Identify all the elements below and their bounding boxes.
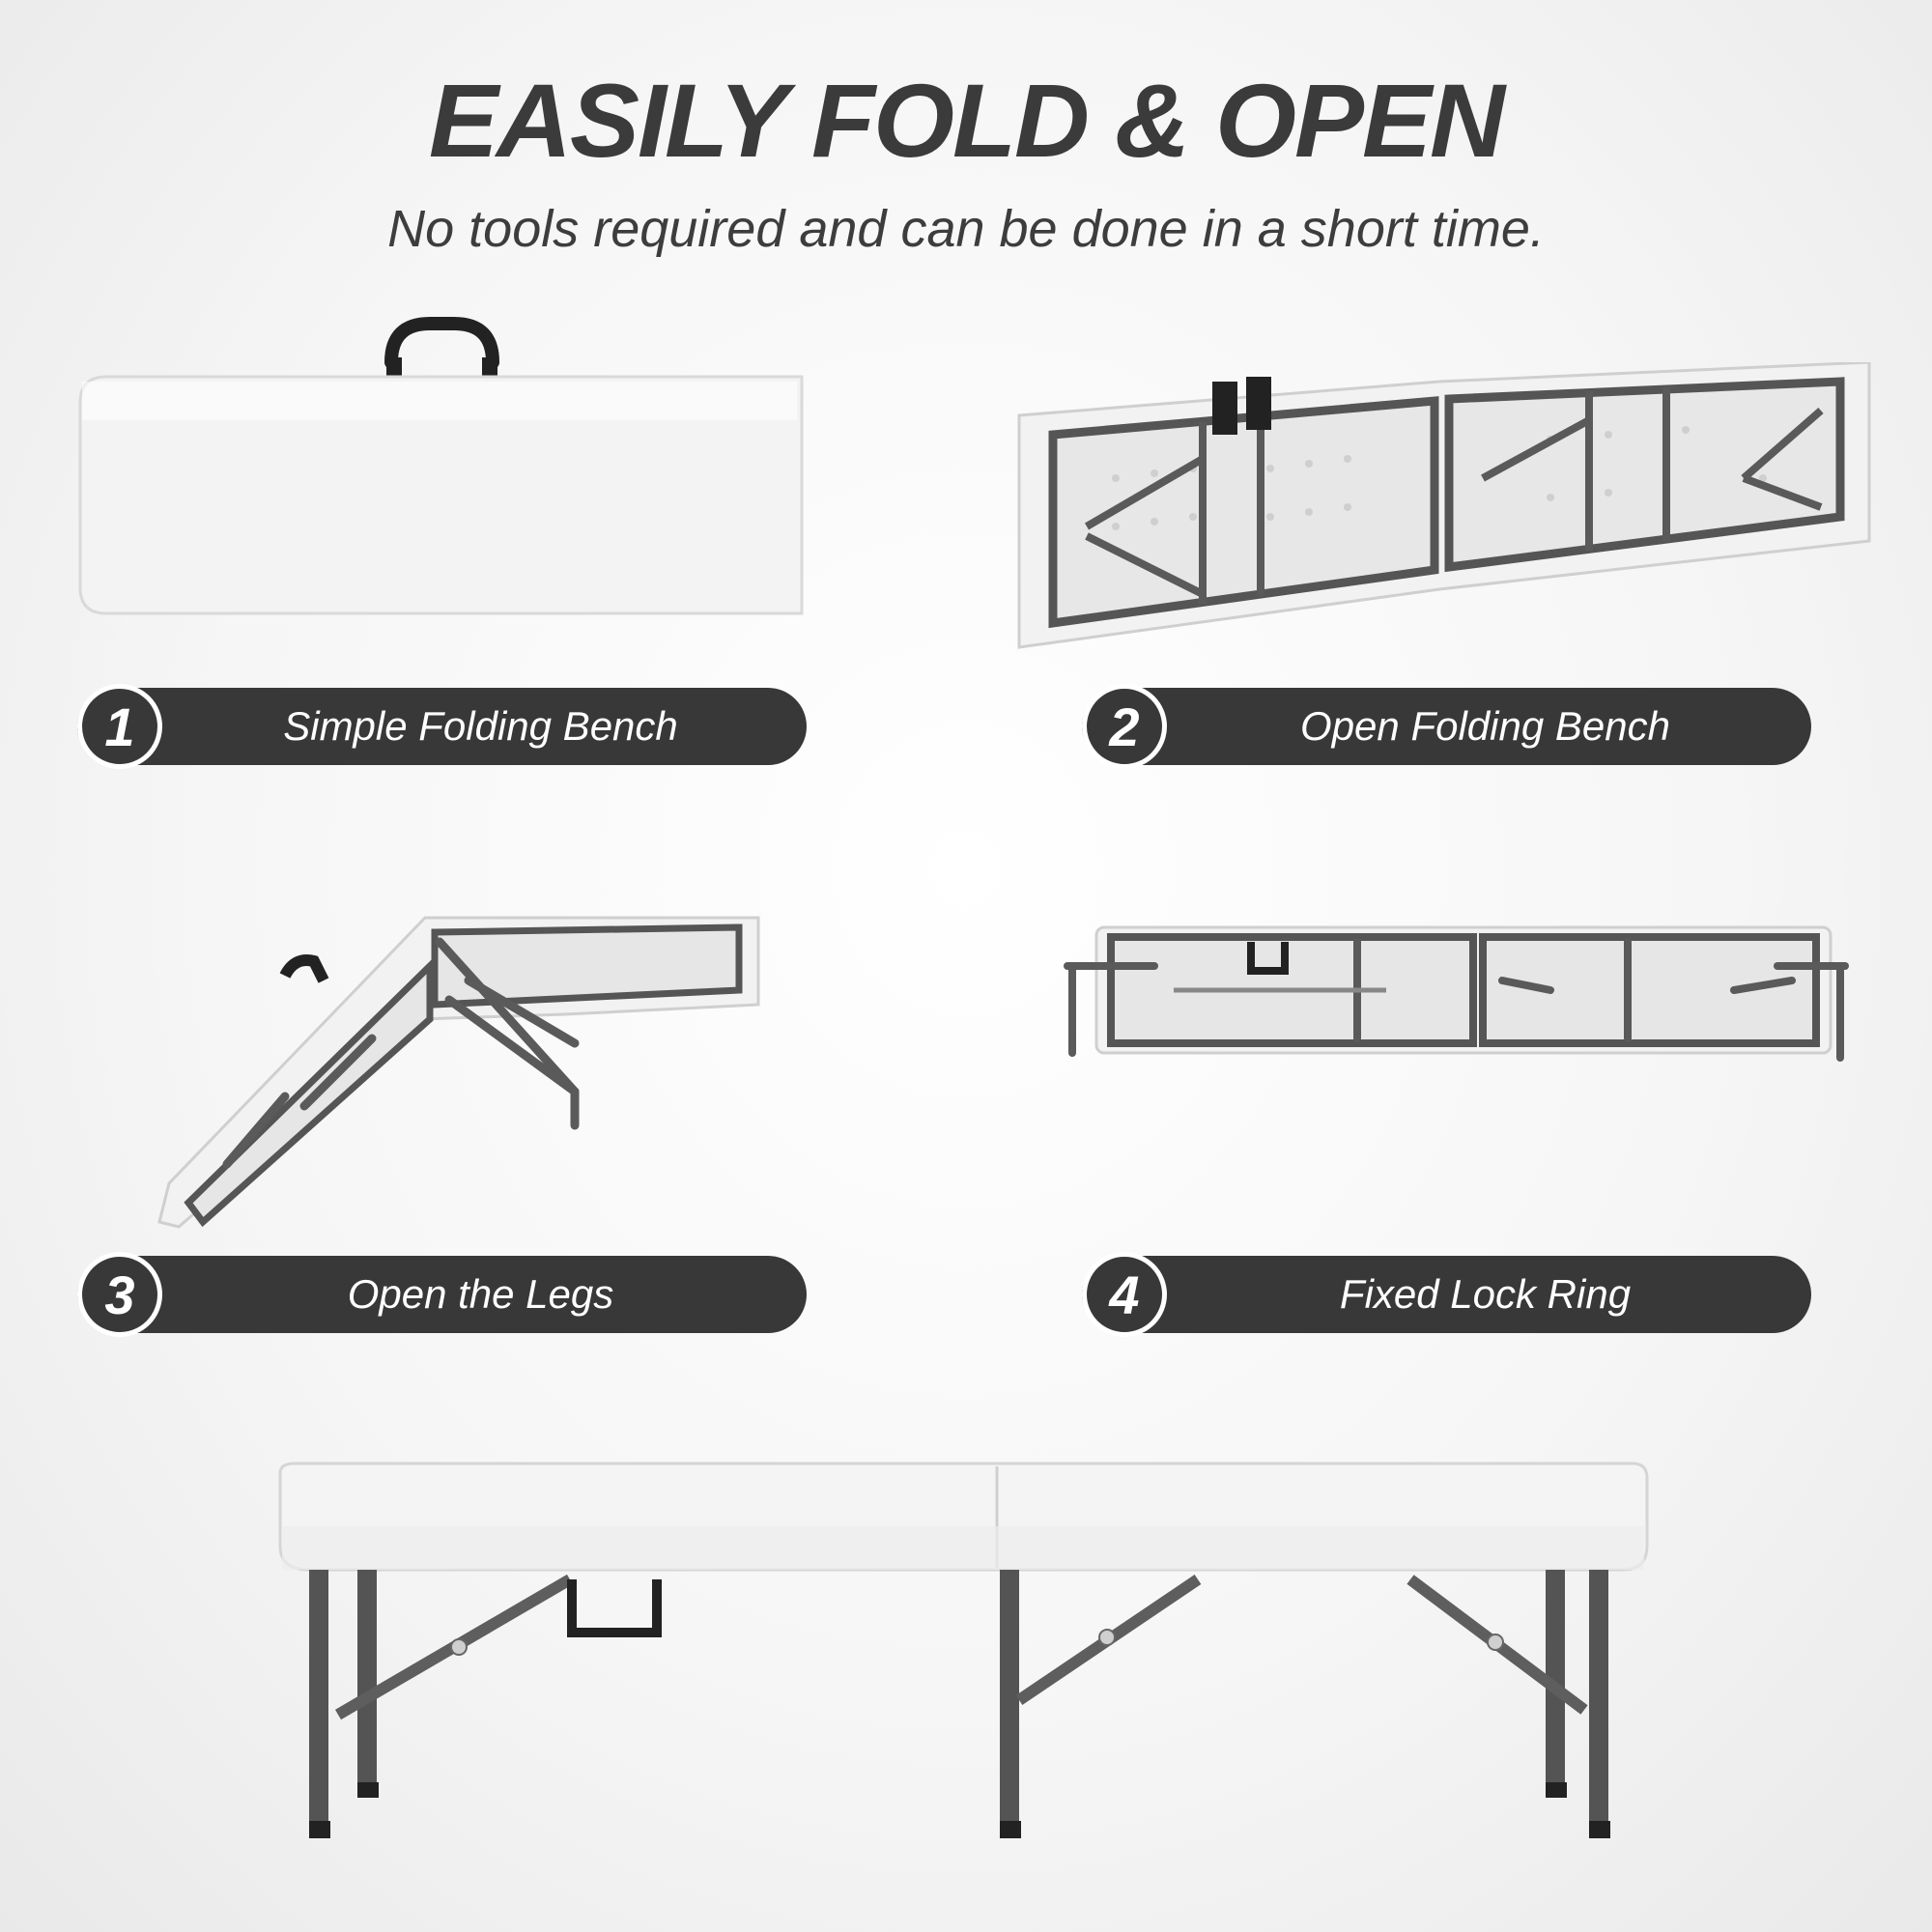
- step-4-number: 4: [1082, 1252, 1167, 1337]
- step-1-number: 1: [77, 684, 162, 769]
- page-title: EASILY FOLD & OPEN: [428, 62, 1505, 179]
- step-3-number: 3: [77, 1252, 162, 1337]
- step-1-label: Simple Folding Bench: [283, 703, 678, 749]
- step-2-pill: Open Folding Bench: [1082, 688, 1811, 765]
- step-3-label: Open the Legs: [347, 1271, 614, 1317]
- step-3-pill: Open the Legs: [77, 1256, 807, 1333]
- page-subtitle: No tools required and can be done in a s…: [387, 200, 1545, 258]
- step-2-number: 2: [1082, 684, 1167, 769]
- opening-legs-image: [157, 916, 760, 1229]
- step-4-pill: Fixed Lock Ring: [1082, 1256, 1811, 1333]
- locked-legs-image: [1064, 925, 1849, 1062]
- step-4-label: Fixed Lock Ring: [1339, 1271, 1632, 1317]
- step-2-label: Open Folding Bench: [1300, 703, 1670, 749]
- folded-bench-image: [78, 317, 804, 615]
- opened-bench-image: [1017, 362, 1871, 649]
- step-1-pill: Simple Folding Bench: [77, 688, 807, 765]
- assembled-bench-image: [278, 1462, 1649, 1838]
